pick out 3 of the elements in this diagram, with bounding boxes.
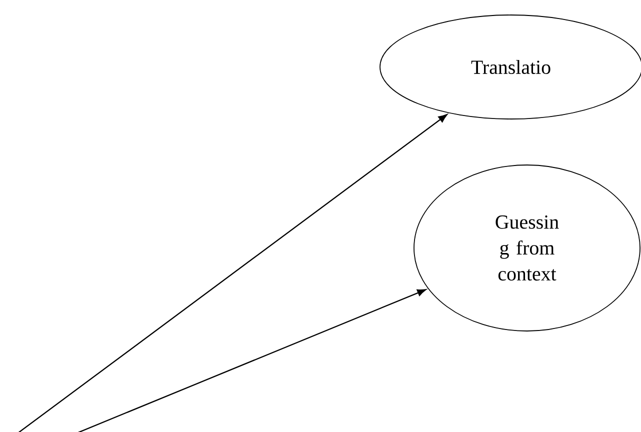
arrow	[18, 114, 448, 432]
arrow	[76, 289, 426, 432]
ellipse-node: Guessin g from context	[414, 164, 640, 332]
